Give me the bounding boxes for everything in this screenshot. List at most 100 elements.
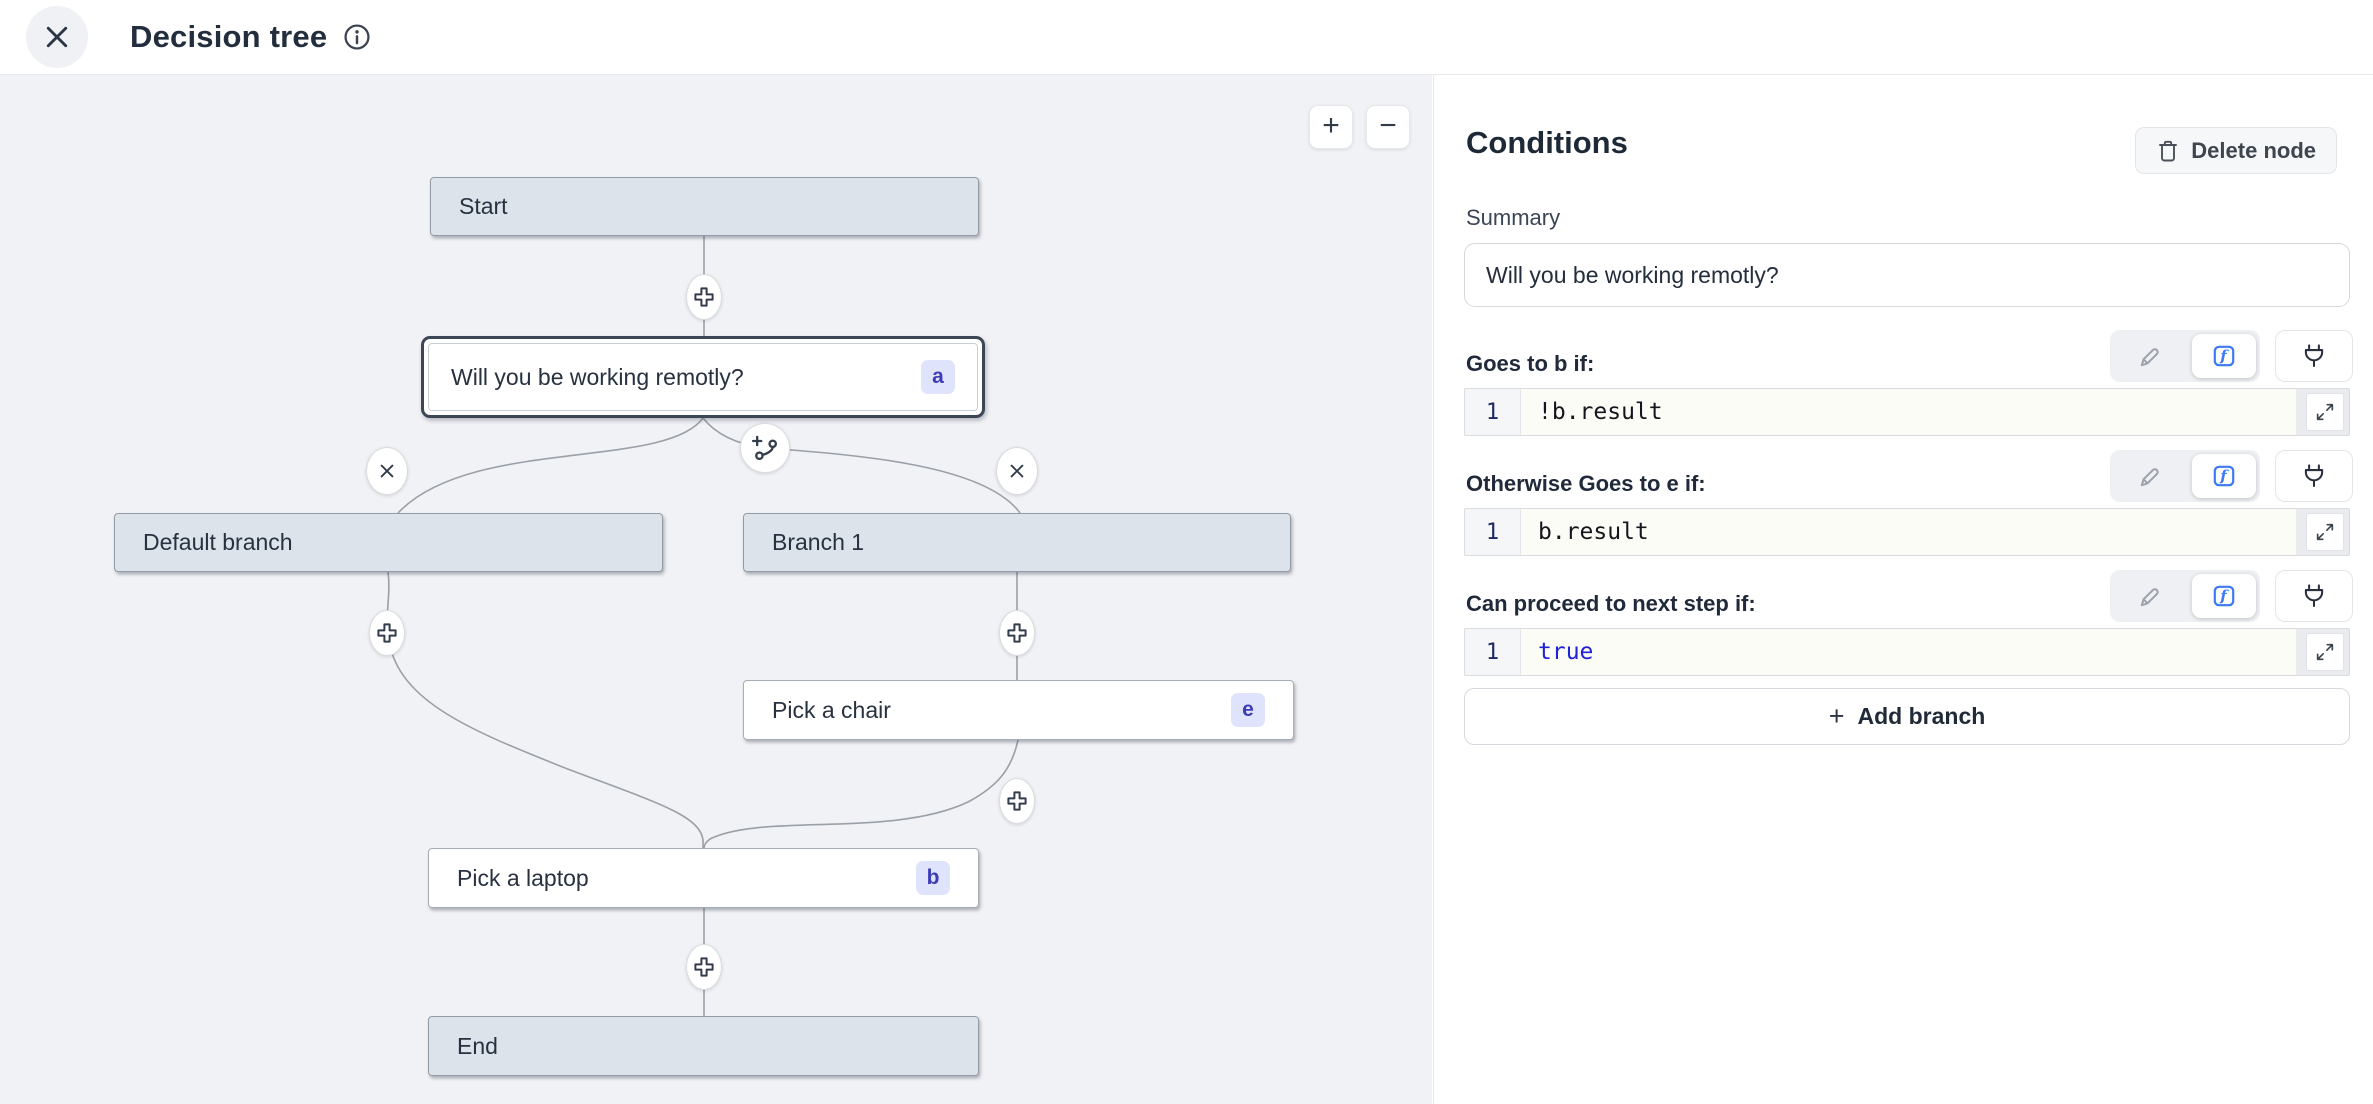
info-icon[interactable] [343, 23, 371, 51]
condition-label: Otherwise Goes to e if: [1466, 471, 1706, 497]
close-button[interactable] [26, 6, 88, 68]
summary-input[interactable] [1464, 243, 2350, 307]
node-label: End [457, 1033, 498, 1060]
mode-segmented-control: f [2110, 450, 2260, 502]
expand-editor-button[interactable] [2306, 513, 2344, 551]
svg-text:f: f [2219, 347, 2229, 365]
line-number: 1 [1465, 629, 1521, 675]
pencil-icon [2138, 343, 2164, 369]
function-mode-button[interactable]: f [2192, 574, 2256, 618]
add-node-button[interactable] [369, 610, 405, 656]
expand-icon [2314, 641, 2336, 663]
edit-mode-button[interactable] [2110, 330, 2192, 382]
node-branch-1[interactable]: Branch 1 [743, 513, 1291, 572]
node-end[interactable]: End [428, 1016, 979, 1076]
node-badge: a [921, 360, 955, 394]
plug-icon [2301, 343, 2327, 369]
node-label: Default branch [143, 529, 293, 556]
line-number: 1 [1465, 509, 1521, 555]
node-badge: b [916, 861, 950, 895]
zoom-out-button[interactable]: − [1366, 105, 1410, 149]
edit-mode-button[interactable] [2110, 570, 2192, 622]
node-default-branch[interactable]: Default branch [114, 513, 663, 572]
condition-mode-controls: f [2110, 330, 2353, 382]
header: Decision tree [0, 0, 2373, 75]
delete-node-label: Delete node [2191, 138, 2316, 164]
add-branch-button[interactable]: + Add branch [1464, 688, 2350, 745]
zoom-in-button[interactable]: + [1309, 105, 1353, 149]
conditions-panel: Conditions Delete node Summary Goes to b… [1433, 75, 2373, 1104]
code-editor: 1 true [1464, 628, 2350, 676]
function-mode-button[interactable]: f [2192, 454, 2256, 498]
condition-label: Goes to b if: [1466, 351, 1594, 377]
add-node-icon [692, 955, 716, 979]
mode-segmented-control: f [2110, 570, 2260, 622]
plus-icon: + [1829, 701, 1845, 732]
add-node-button[interactable] [999, 778, 1035, 824]
close-icon [42, 22, 72, 52]
line-number: 1 [1465, 389, 1521, 435]
add-branch-label: Add branch [1858, 703, 1986, 730]
edge-default-laptop [387, 572, 703, 848]
node-badge: e [1231, 693, 1265, 727]
plug-icon [2301, 583, 2327, 609]
add-node-icon [692, 285, 716, 309]
expand-icon [2314, 401, 2336, 423]
edge-chair-laptop [704, 740, 1018, 848]
node-start[interactable]: Start [430, 177, 979, 236]
add-node-icon [1005, 789, 1029, 813]
pencil-icon [2138, 463, 2164, 489]
summary-label: Summary [1466, 205, 1560, 231]
function-icon: f [2211, 463, 2237, 489]
svg-text:f: f [2219, 467, 2229, 485]
code-editor: 1 !b.result [1464, 388, 2350, 436]
svg-text:f: f [2219, 587, 2229, 605]
condition-mode-controls: f [2110, 450, 2353, 502]
panel-title: Conditions [1466, 125, 1628, 161]
node-question-selected[interactable]: Will you be working remotly? a [421, 336, 985, 418]
function-icon: f [2211, 583, 2237, 609]
condition-label: Can proceed to next step if: [1466, 591, 1756, 617]
add-node-button[interactable] [686, 274, 722, 320]
remove-branch-icon [1007, 461, 1027, 481]
code-input[interactable]: b.result [1521, 509, 2296, 555]
node-label: Will you be working remotly? [451, 364, 744, 391]
code-editor: 1 b.result [1464, 508, 2350, 556]
add-node-button[interactable] [686, 944, 722, 990]
trash-icon [2156, 139, 2180, 163]
plug-icon [2301, 463, 2327, 489]
add-node-icon [1005, 621, 1029, 645]
expand-editor-button[interactable] [2306, 393, 2344, 431]
node-label: Start [459, 193, 508, 220]
connect-mode-button[interactable] [2275, 570, 2353, 622]
page-title: Decision tree [130, 19, 327, 55]
node-label: Branch 1 [772, 529, 864, 556]
expand-icon [2314, 521, 2336, 543]
connect-mode-button[interactable] [2275, 450, 2353, 502]
edit-mode-button[interactable] [2110, 450, 2192, 502]
remove-branch-button[interactable] [366, 447, 408, 495]
delete-node-button[interactable]: Delete node [2135, 127, 2337, 174]
add-branch-icon [751, 434, 779, 462]
condition-mode-controls: f [2110, 570, 2353, 622]
mode-segmented-control: f [2110, 330, 2260, 382]
code-input[interactable]: !b.result [1521, 389, 2296, 435]
function-mode-button[interactable]: f [2192, 334, 2256, 378]
add-node-button[interactable] [999, 610, 1035, 656]
edge-question-default [398, 418, 703, 513]
add-node-icon [375, 621, 399, 645]
pencil-icon [2138, 583, 2164, 609]
node-label: Pick a chair [772, 697, 891, 724]
node-pick-chair[interactable]: Pick a chair e [743, 680, 1294, 740]
node-pick-laptop[interactable]: Pick a laptop b [428, 848, 979, 908]
remove-branch-button[interactable] [996, 447, 1038, 495]
remove-branch-icon [377, 461, 397, 481]
expand-editor-button[interactable] [2306, 633, 2344, 671]
code-input[interactable]: true [1521, 629, 2296, 675]
function-icon: f [2211, 343, 2237, 369]
connect-mode-button[interactable] [2275, 330, 2353, 382]
node-label: Pick a laptop [457, 865, 589, 892]
flow-canvas[interactable]: Start Will you be working remotly? a Def… [0, 75, 1432, 1104]
add-branch-node-button[interactable] [740, 423, 790, 473]
